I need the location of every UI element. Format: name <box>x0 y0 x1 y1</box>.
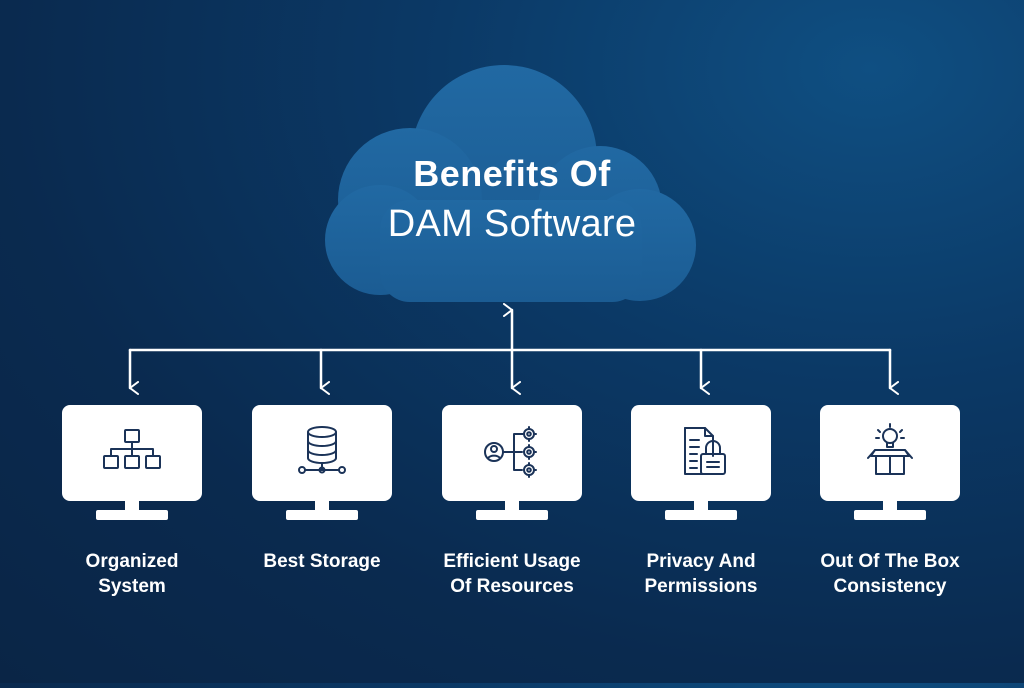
item-label-privacy-permissions: Privacy And Permissions <box>644 551 758 597</box>
org-chart-icon <box>103 429 161 469</box>
monitor-screen <box>820 405 960 501</box>
item-label-out-of-the-box: Out Of The Box Consistency <box>820 551 960 597</box>
monitor-screen <box>252 405 392 501</box>
monitor-stand-neck <box>125 501 139 511</box>
monitor-stand-base <box>665 510 737 520</box>
diagram-title-line-2: DAM Software <box>387 203 637 245</box>
monitor-4 <box>631 405 771 520</box>
resource-gears-icon <box>484 426 537 478</box>
monitor-row <box>62 405 960 520</box>
monitor-stand-neck <box>315 501 329 511</box>
monitor-1 <box>62 405 202 520</box>
monitor-stand-base <box>476 510 548 520</box>
monitor-stand-neck <box>505 501 519 511</box>
monitor-stand-neck <box>694 501 708 511</box>
monitor-5 <box>820 405 960 520</box>
idea-box-icon <box>867 423 913 475</box>
item-label-best-storage: Best Storage <box>263 551 381 572</box>
monitor-stand-base <box>286 510 358 520</box>
monitor-stand-base <box>854 510 926 520</box>
connector-lines <box>128 303 899 395</box>
item-label-efficient-usage: Efficient Usage Of Resources <box>443 551 581 597</box>
item-label-organized-system: Organized System <box>85 551 179 597</box>
monitor-3 <box>442 405 582 520</box>
monitor-stand-neck <box>883 501 897 511</box>
monitor-screen <box>631 405 771 501</box>
title-cloud <box>325 65 696 302</box>
document-lock-icon <box>684 427 726 475</box>
database-storage-icon <box>298 426 346 474</box>
diagram-title-line-1: Benefits Of <box>413 153 611 194</box>
monitor-stand-base <box>96 510 168 520</box>
monitor-2 <box>252 405 392 520</box>
